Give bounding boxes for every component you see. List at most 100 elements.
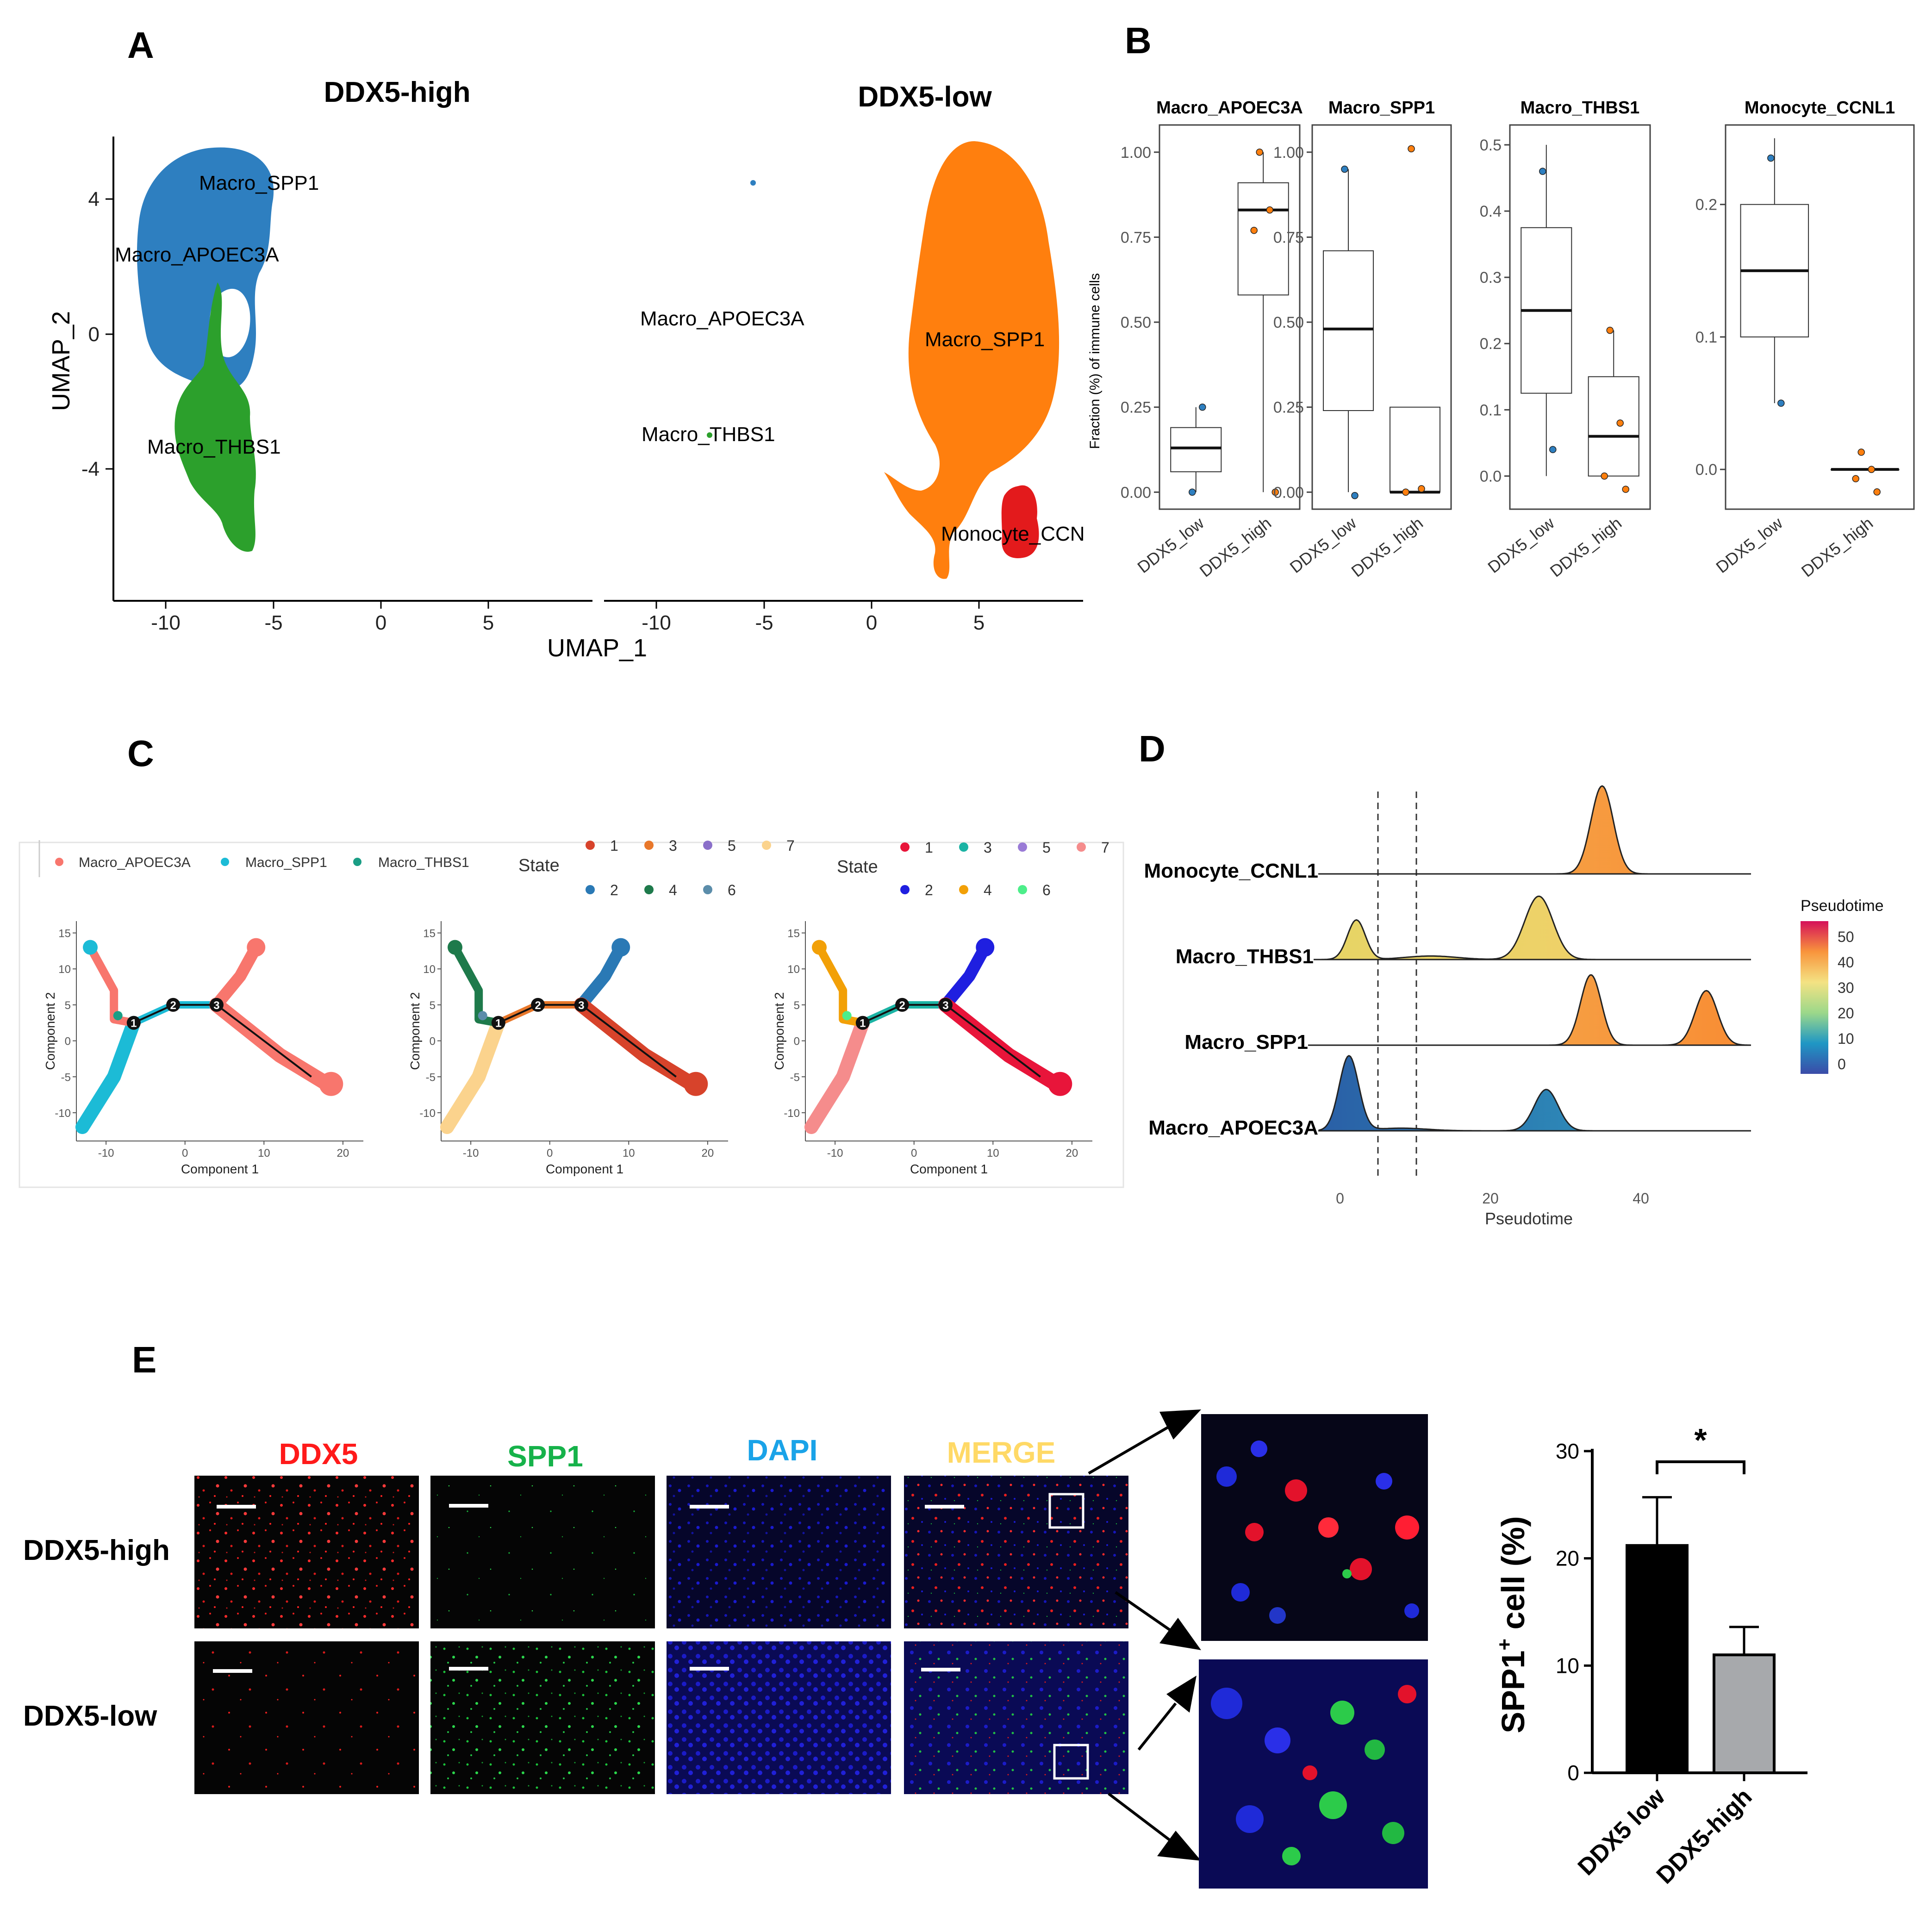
zoom-box-low: [1053, 1744, 1089, 1780]
trajectory-branch-lower-left: [804, 1016, 870, 1134]
trajectory-ylabel: Component 2: [772, 992, 786, 1070]
boxplot-point: [1189, 488, 1196, 496]
boxplot-box: [1170, 427, 1222, 473]
trajectory-ytick-label: -5: [790, 1071, 800, 1084]
channel-label-spp1: SPP1: [507, 1440, 583, 1473]
bar-ylabel-rest: cell (%): [1495, 1516, 1531, 1639]
row-label-low: DDX5-low: [23, 1700, 157, 1732]
trajectory-xtick-label: -10: [98, 1147, 114, 1160]
img-low-dapi: [667, 1641, 891, 1794]
legend-label-apoec3a: Macro_APOEC3A: [79, 855, 191, 870]
img-high-ddx5: [194, 1476, 419, 1628]
legend-label-spp1: Macro_SPP1: [245, 855, 327, 870]
trajectory-backbone: [862, 1004, 1041, 1078]
state-legend-dot-a: [586, 885, 595, 894]
panel-letter-d: D: [1139, 728, 1165, 769]
trajectory-branch-node-label: 2: [170, 999, 176, 1012]
pseudotime-legend-0: 0: [1838, 1056, 1846, 1072]
boxplot-xtick-label: DDX5_high: [1348, 513, 1427, 581]
trajectory-ytick-label: -10: [784, 1107, 800, 1120]
trajectory-xtick-label: 20: [337, 1147, 349, 1160]
boxplot-point: [1857, 449, 1865, 456]
trajectory-ytick-label: 15: [423, 928, 436, 940]
pseudotime-legend-20: 20: [1838, 1005, 1854, 1022]
img-high-dapi: [667, 1476, 891, 1628]
boxplot-ytick-label: 0.50: [1273, 314, 1304, 331]
boxplot-title: Macro_THBS1: [1521, 98, 1640, 118]
trajectory-branch-node: [166, 998, 181, 1012]
state-legend-dot-a: [703, 841, 712, 850]
panel-c-trajectory: Macro_APOEC3A Macro_SPP1 Macro_THBS1 Sta…: [19, 837, 1124, 1188]
boxplot-ytick-label: 0.5: [1480, 137, 1502, 154]
trajectory-xlabel: Component 1: [546, 1162, 623, 1176]
state-legend-dot-b: [1018, 885, 1027, 894]
trajectory-tip-upper-right: [976, 938, 995, 957]
pseudotime-legend: Pseudotime 50 40 30 20 10 0: [1801, 897, 1884, 1074]
bar-ylabel-sup: +: [1493, 1639, 1516, 1651]
trajectory-branch-node: [209, 998, 224, 1012]
boxplot-xtick-label: DDX5_high: [1546, 513, 1625, 581]
trajectory-branch-node: [531, 998, 545, 1012]
umap-high-label-thbs1: Macro_THBS1: [147, 436, 281, 458]
umap-ylabel: UMAP_2: [47, 311, 75, 411]
boxplot-ytick-label: 0.00: [1121, 484, 1151, 501]
boxplot-xtick-label: DDX5_high: [1196, 513, 1275, 581]
state-legend-dot-a: [644, 885, 654, 894]
trajectory-ytick-label: 15: [58, 928, 71, 940]
umap-low-clusters: Macro_APOEC3A Macro_SPP1 Macro_THBS1 Mon…: [640, 141, 1085, 579]
state-legend-label-a: 3: [669, 837, 677, 854]
trajectory-mix-cell: [842, 1011, 852, 1021]
trajectory-branch-node: [126, 1016, 141, 1030]
trajectory-ytick-label: 0: [430, 1035, 436, 1048]
trajectory-ytick-label: 10: [58, 963, 71, 976]
umap-high-label-spp1: Macro_SPP1: [199, 172, 319, 194]
box-ylabel: Fraction (%) of immune cells: [1087, 273, 1103, 449]
state-title-1: State: [518, 856, 560, 875]
umap-yticks: 4 0 -4: [81, 188, 113, 480]
boxplot-ytick-label: 0.4: [1480, 203, 1502, 220]
boxplot-title: Monocyte_CCNL1: [1745, 98, 1895, 118]
panel-letter-e: E: [132, 1339, 156, 1380]
state-legend-label-a: 4: [669, 882, 677, 898]
trajectory-ytick-label: 0: [65, 1035, 71, 1048]
zoom-inset-high: [1201, 1414, 1428, 1641]
ridge-row-label: Monocyte_CCNL1: [1144, 860, 1319, 882]
trajectory-mix-cell: [113, 1011, 123, 1021]
umap-xtick-r-0: 0: [866, 611, 877, 634]
trajectory-branch-lower-left: [440, 1016, 505, 1134]
umap-low-label-apoec3a: Macro_APOEC3A: [640, 307, 804, 330]
trajectory-branch-upper-right: [575, 941, 627, 1011]
boxplot-ytick-label: 0.75: [1121, 229, 1151, 246]
trajectory-frame: [19, 842, 1124, 1188]
boxplot-point: [1606, 326, 1614, 334]
channel-label-merge: MERGE: [947, 1436, 1056, 1469]
trajectory-xtick-label: 10: [623, 1147, 635, 1160]
state-legend-dot-b: [1018, 842, 1027, 852]
umap-low-cluster-spp1: [884, 141, 1059, 579]
zoom-inset-low: [1199, 1659, 1428, 1889]
trajectory-xtick-label: 0: [182, 1147, 188, 1160]
umap-xtick-l-neg5: -5: [264, 611, 282, 634]
boxplot-point: [1539, 168, 1546, 175]
umap-low-label-ccnl1: Monocyte_CCN: [941, 523, 1085, 545]
trajectory-tip-lower-right: [1048, 1072, 1072, 1096]
pseudotime-legend-50: 50: [1838, 929, 1854, 945]
umap-xtick-l-neg10: -10: [151, 611, 181, 634]
boxplot-point: [1868, 466, 1875, 473]
state-legend-dot-a: [703, 885, 712, 894]
boxplot-ytick-label: 0.25: [1121, 399, 1151, 417]
boxplot-point: [1271, 488, 1279, 496]
trajectory-tip-lower-right: [684, 1072, 708, 1096]
state-legend-label-b: 7: [1101, 839, 1109, 856]
trajectory-branch-node-label: 2: [535, 999, 541, 1012]
boxplot-ytick-label: 0.50: [1121, 314, 1151, 331]
ridge-density-macro_apoec3a: [1318, 1054, 1751, 1132]
ridge-density-monocyte_ccnl1: [1319, 785, 1751, 875]
trajectory-ytick-label: -10: [419, 1107, 436, 1120]
boxplot-point: [1622, 486, 1629, 493]
boxplot-point: [1616, 419, 1624, 427]
trajectory-branch-node-label: 3: [213, 999, 219, 1012]
ridge-xlabel: Pseudotime: [1485, 1209, 1573, 1228]
